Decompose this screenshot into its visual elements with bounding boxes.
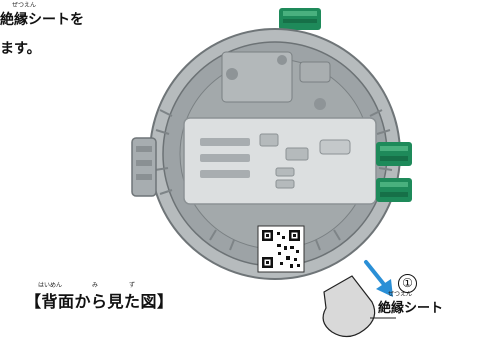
step-number: ① — [398, 274, 417, 293]
insulation-sheet-label: 絶縁シート — [378, 301, 444, 316]
figure-caption: 【背面から見た図】 — [25, 292, 174, 311]
top-button-icon — [279, 8, 321, 30]
intro-text-line1: 絶縁シートを — [0, 12, 84, 28]
intro-ruby: ぜつえん — [12, 2, 37, 9]
caption-ruby-mi: み — [92, 282, 99, 289]
qr-code-icon — [257, 225, 305, 273]
insulation-sheet-icon — [322, 275, 396, 338]
caption-ruby-haimen: はいめん — [38, 282, 63, 289]
side-buttons-icon — [376, 142, 412, 202]
battery-cover — [183, 117, 377, 205]
caption-ruby-zu: ず — [129, 282, 136, 289]
sheet-label-ruby: ぜつえん — [388, 291, 413, 298]
pull-arrow-icon — [364, 260, 393, 297]
intro-text-line2: ます。 — [0, 41, 41, 57]
